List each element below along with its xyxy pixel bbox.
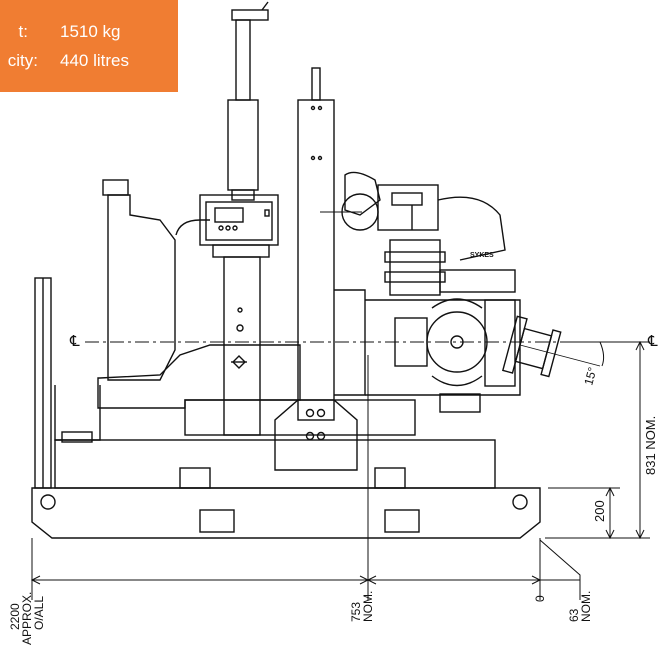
overall-length-oall: O/ALL: [32, 596, 46, 630]
centre-offset-dimension: 753 NOM.: [349, 591, 375, 622]
exhaust-stack: [227, 1, 269, 201]
skid-height-label: 200: [592, 500, 607, 522]
discharge-nozzle: [501, 315, 562, 378]
height-dimensions: [545, 340, 650, 540]
centreline-symbol-right: ℄: [647, 333, 658, 350]
control-column: [223, 256, 261, 436]
capacity-value: 440 litres: [60, 51, 129, 70]
datum-zero: 0: [533, 595, 547, 602]
specs-box: t: 1510 kg city: 440 litres: [0, 0, 178, 92]
weight-label: t:: [18, 22, 28, 41]
centreline-symbol-left: ℄: [69, 333, 80, 350]
angle-arc: [599, 341, 605, 367]
centre-line: [85, 211, 648, 367]
overall-length-approx: APPROX.: [20, 592, 34, 645]
nozzle-offset-nom: NOM.: [579, 591, 593, 622]
capacity-label: city:: [7, 51, 38, 70]
pump-assembly: [341, 171, 521, 413]
overall-length-dimension: 2200 APPROX. O/ALL: [8, 592, 46, 645]
brand-label: SYKES: [470, 252, 494, 259]
angle-label: 15°: [581, 365, 599, 386]
control-panel: [199, 194, 279, 258]
overall-length-value: 2200: [8, 603, 22, 630]
nozzle-offset-dimension: 63 NOM.: [567, 591, 593, 622]
lifting-frame: [274, 67, 358, 471]
length-dimensions: [30, 355, 581, 600]
skid-base: [31, 277, 541, 539]
centre-height-label: 831 NOM.: [643, 416, 658, 475]
weight-value: 1510 kg: [60, 22, 121, 41]
nozzle-offset-value: 63: [567, 608, 581, 622]
centre-offset-value: 753: [349, 602, 363, 622]
engine-block: [54, 289, 416, 443]
centre-offset-nom: NOM.: [361, 591, 375, 622]
